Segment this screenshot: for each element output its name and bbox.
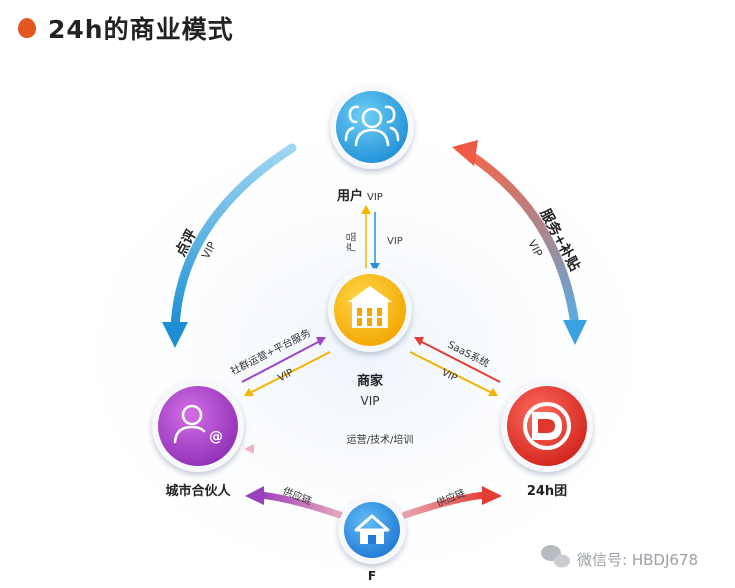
store-icon xyxy=(348,286,392,328)
arc-factory-to-company xyxy=(401,486,502,519)
node-company: 24h团 xyxy=(501,380,593,499)
label-user-vip-down: VIP xyxy=(387,236,403,247)
label-product: 产品 xyxy=(345,232,358,252)
arrow-company-to-merchant xyxy=(414,337,501,383)
node-partner: @ 城市合伙人 xyxy=(152,380,244,499)
node-user-label: 用户 xyxy=(336,188,363,204)
arrow-company-to-partner xyxy=(244,444,505,454)
label-ops-tech-training: 运营/技术/培训 xyxy=(347,433,414,446)
arrow-user-to-merchant xyxy=(370,212,380,272)
node-partner-label: 城市合伙人 xyxy=(165,483,231,499)
arrow-merchant-to-company xyxy=(409,351,498,396)
brand-logo-icon xyxy=(523,402,571,450)
title-bullet xyxy=(18,18,36,38)
partner-icon xyxy=(173,404,206,444)
page-header: 24h的商业模式 xyxy=(18,8,234,48)
watermark-text: 微信号: HBDJ678 xyxy=(577,551,698,569)
users-icon xyxy=(344,105,400,147)
node-factory-label: F xyxy=(368,569,376,583)
node-factory: F xyxy=(338,496,406,583)
node-merchant-badge: VIP xyxy=(361,394,380,408)
at-sign-icon: @ xyxy=(209,429,223,445)
arc-factory-to-partner xyxy=(245,486,344,519)
arrow-merchant-to-user xyxy=(361,205,371,268)
page-title: 24h的商业模式 xyxy=(48,15,234,44)
node-user-badge: VIP xyxy=(367,192,383,203)
node-merchant-label: 商家 xyxy=(357,373,384,389)
node-company-label: 24h团 xyxy=(527,484,567,499)
arrow-merchant-to-partner xyxy=(244,351,331,396)
node-user: 用户 VIP xyxy=(330,85,414,204)
arrow-partner-to-merchant xyxy=(241,337,326,383)
home-icon xyxy=(354,514,390,544)
wechat-icon xyxy=(541,545,570,568)
arc-company-to-user xyxy=(452,140,587,345)
watermark: 微信号: HBDJ678 xyxy=(541,545,698,569)
node-merchant: 商家 VIP xyxy=(328,268,412,408)
arc-user-to-partner xyxy=(162,143,297,348)
